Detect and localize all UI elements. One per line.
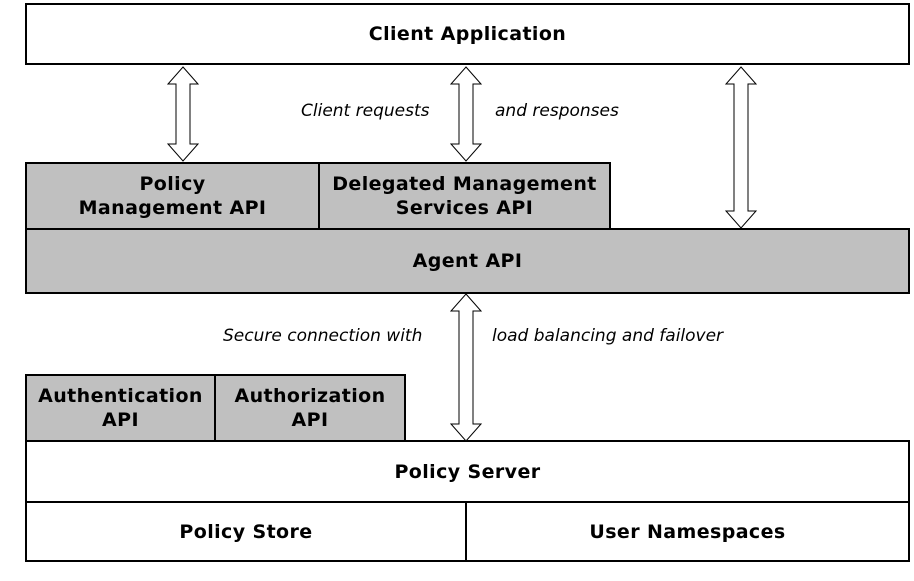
authentication-api-box: Authentication API — [25, 374, 216, 442]
agent-api-double-arrow — [724, 66, 758, 229]
user-namespaces-label: User Namespaces — [589, 520, 786, 543]
authorization-api-label: Authorization API — [234, 385, 386, 431]
policy-store-box: Policy Store — [25, 501, 467, 562]
secure-connection-double-arrow — [449, 293, 483, 442]
policy-mgmt-double-arrow — [166, 66, 200, 162]
client-application-box: Client Application — [25, 3, 910, 65]
policy-server-label: Policy Server — [394, 460, 541, 483]
policy-store-label: Policy Store — [179, 520, 313, 543]
and-responses-caption: and responses — [495, 101, 619, 121]
user-namespaces-box: User Namespaces — [465, 501, 910, 562]
secure-connection-caption: Secure connection with — [223, 326, 423, 346]
delegated-management-services-api-label: Delegated Management Services API — [332, 173, 597, 219]
policy-server-box: Policy Server — [25, 440, 910, 503]
client-application-label: Client Application — [368, 23, 567, 45]
delegated-management-services-api-box: Delegated Management Services API — [318, 162, 611, 230]
client-requests-caption: Client requests — [301, 101, 430, 121]
load-balancing-caption: load balancing and failover — [492, 326, 724, 346]
client-requests-double-arrow — [449, 66, 483, 162]
authorization-api-box: Authorization API — [214, 374, 406, 442]
authentication-api-label: Authentication API — [38, 385, 203, 431]
agent-api-label: Agent API — [412, 250, 523, 272]
agent-api-box: Agent API — [25, 228, 910, 294]
policy-management-api-label: Policy Management API — [78, 173, 267, 219]
